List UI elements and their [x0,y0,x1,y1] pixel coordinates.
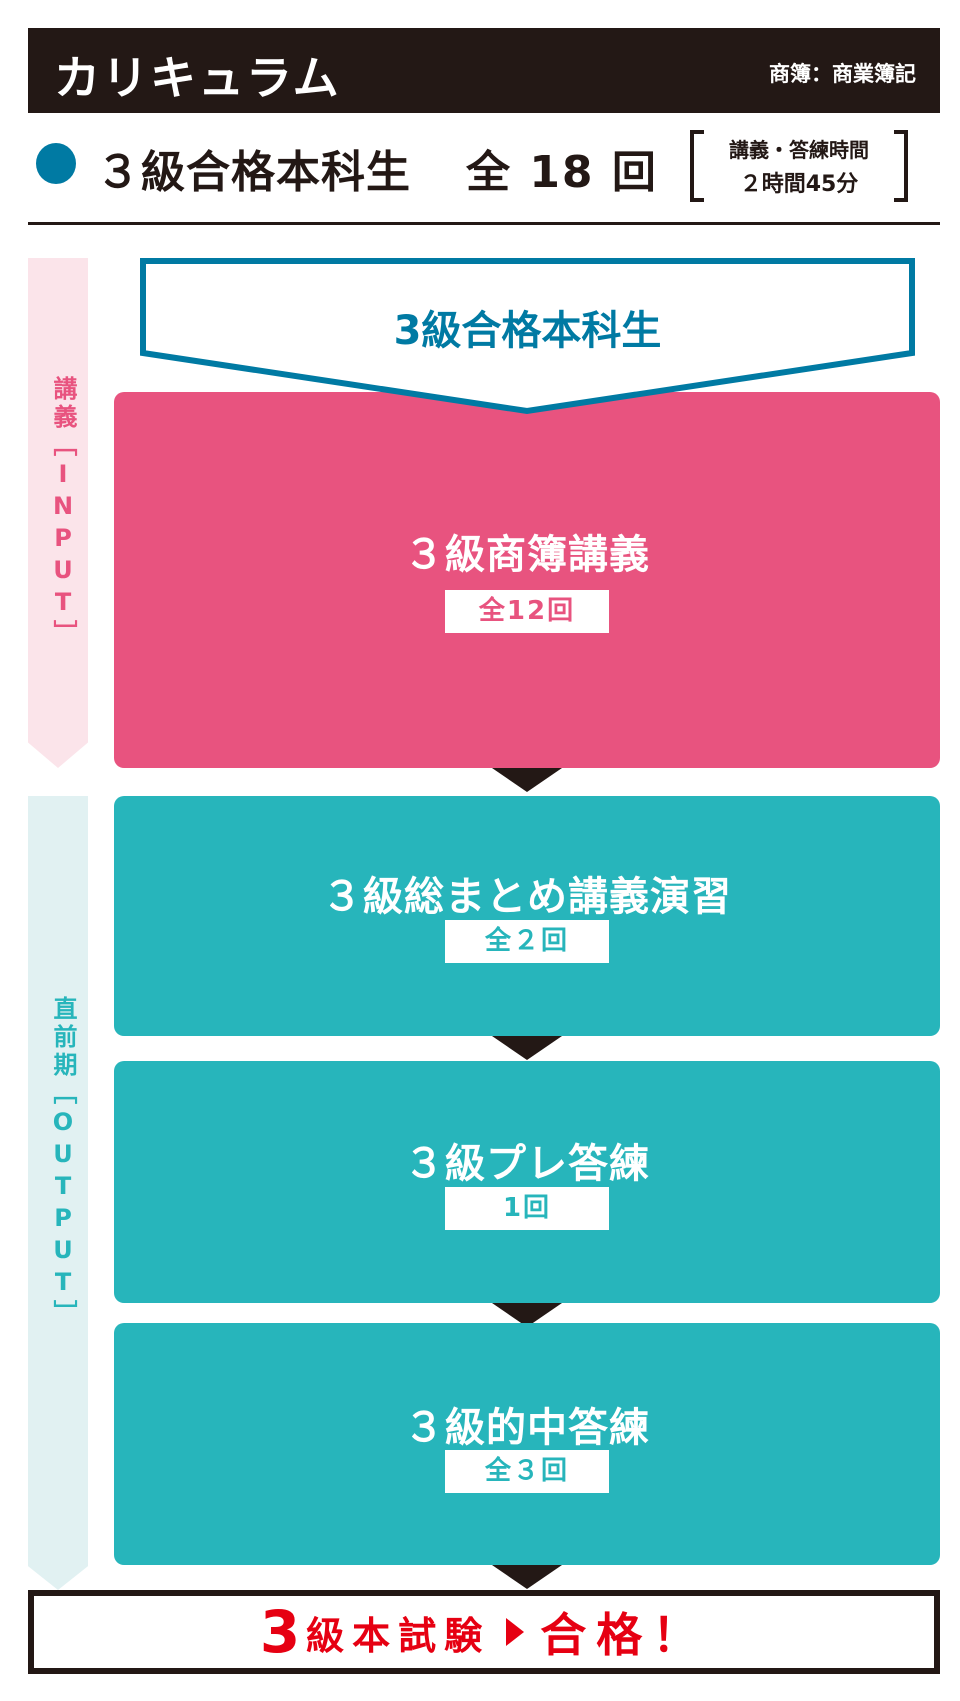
course-total-sessions: 全 18 回 [466,147,658,198]
step-mock-exam: ３級的中答練 全３回 [114,1323,940,1565]
goal-result: 合格！ [540,1608,709,1662]
course-name: ３級合格本科生 [96,147,411,198]
start-course-label: 3級合格本科生 [393,308,662,354]
down-arrow-icon [492,768,562,792]
step-title: ３級総まとめ講義演習 [322,874,732,920]
page-title: カリキュラム [54,51,341,105]
down-arrow-icon [492,1036,562,1060]
start-arrow-shape [140,258,915,415]
header-bar: カリキュラム 商簿：商業簿記 [28,28,940,113]
goal-exam: 級本試験 [306,1613,491,1658]
divider [28,222,940,225]
input-phase-label: 講義［INPUT］ [49,376,77,648]
abbreviation-note: 商簿：商業簿記 [769,62,916,86]
input-phase-strip [28,258,88,768]
step-count-badge: 全２回 [445,920,609,963]
step-lecture: ３級商簿講義 全12回 [114,392,940,768]
time-label: 講義・答練時間 [729,138,869,162]
step-title: ３級商簿講義 [404,532,650,578]
step-title: ３級プレ答練 [404,1141,650,1187]
output-phase-label: 直前期［OUTPUT］ [49,996,77,1328]
step-count-badge: 全３回 [445,1450,609,1493]
bullet-dot-icon [36,143,76,184]
step-count-badge: 全12回 [445,590,609,633]
play-arrow-icon [506,1618,525,1646]
down-arrow-icon [492,1565,562,1589]
step-pre-exam: ３級プレ答練 1回 [114,1061,940,1303]
time-info-box: 講義・答練時間 ２時間45分 [690,130,908,202]
step-count-badge: 1回 [445,1187,609,1230]
output-phase-strip [28,796,88,1590]
step-title: ３級的中答練 [404,1405,650,1451]
step-review-lecture: ３級総まとめ講義演習 全２回 [114,796,940,1036]
goal-grade: 3 [259,1598,301,1666]
time-value: ２時間45分 [739,172,859,197]
